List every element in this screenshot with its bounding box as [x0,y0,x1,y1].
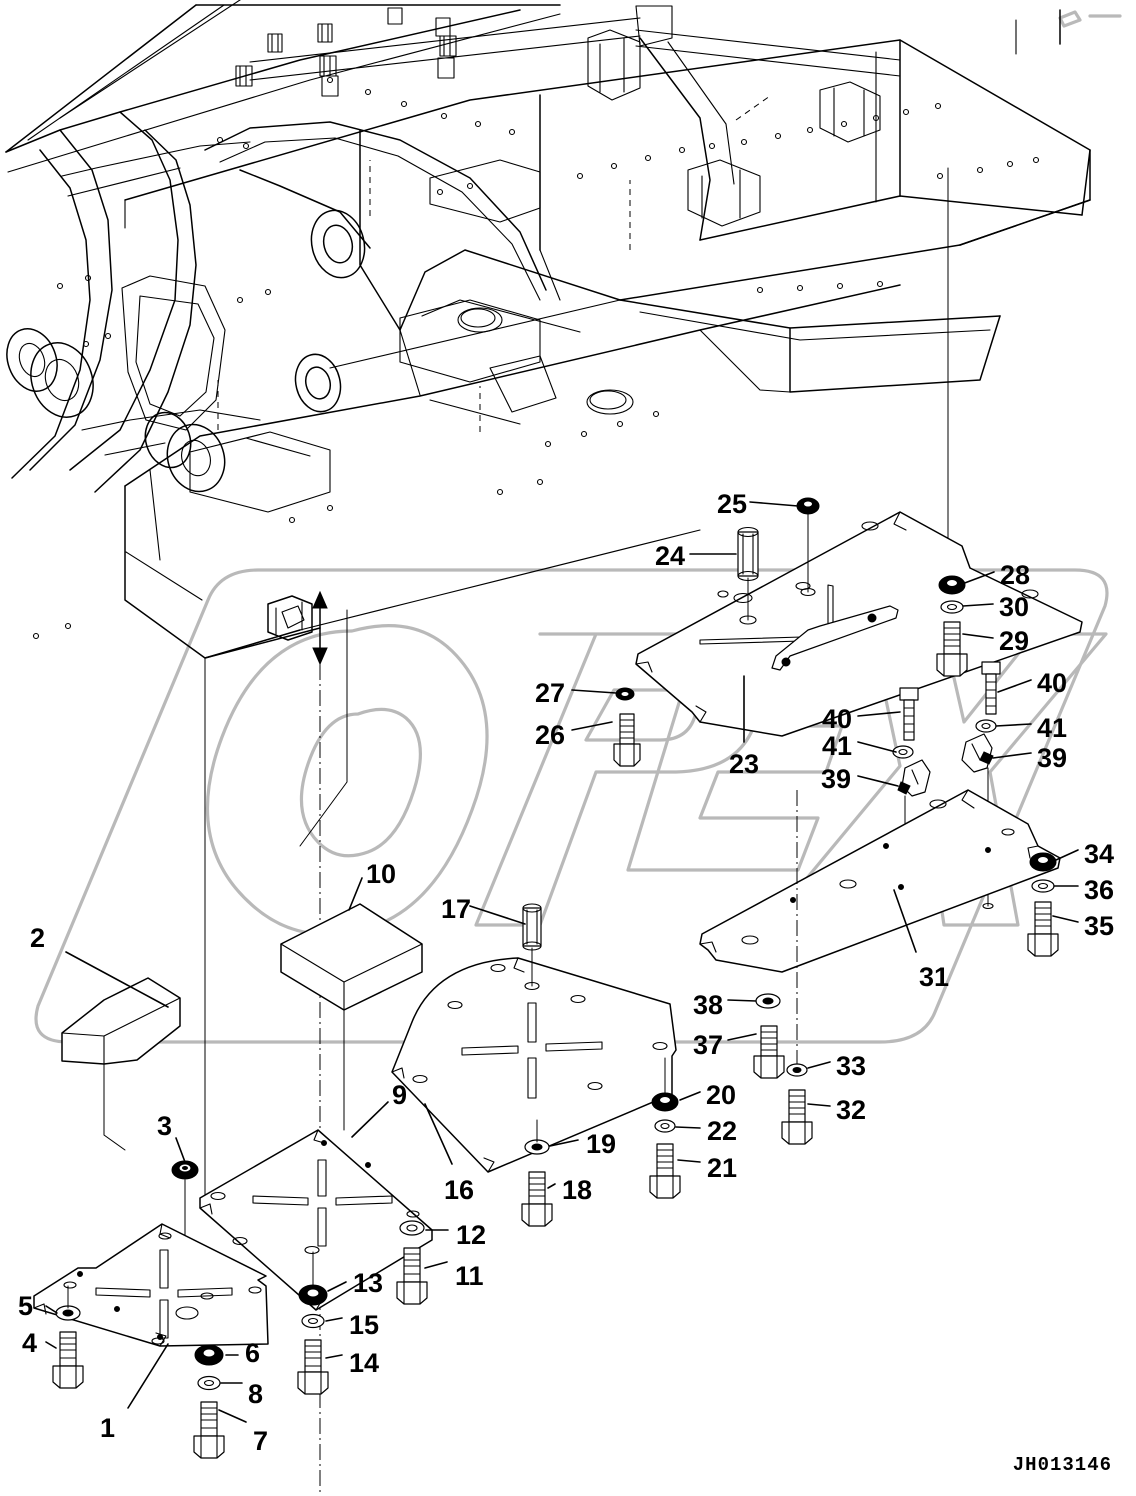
callout-18: 18 [562,1175,593,1205]
callout-41a: 41 [822,731,853,761]
pad-10 [280,903,423,1131]
plate-1 [33,1223,269,1347]
callout-9: 9 [392,1080,408,1110]
callout-8: 8 [248,1379,264,1409]
washer-36 [1031,879,1055,893]
callout-31: 31 [919,962,950,992]
callout-21: 21 [707,1153,738,1183]
plate-16 [391,957,677,1173]
callout-37: 37 [693,1030,724,1060]
washer-8 [197,1375,221,1391]
bracket-39-right [961,733,994,910]
washer-33 [786,1063,808,1077]
callout-29: 29 [999,626,1030,656]
callout-30: 30 [999,592,1030,622]
callout-41b: 41 [1037,713,1068,743]
pad-2 [61,977,181,1151]
washer-5 [55,1305,81,1321]
spacer-17 [522,903,542,991]
callout-5: 5 [18,1291,34,1321]
callout-39a: 39 [821,764,852,794]
callout-22: 22 [707,1116,738,1146]
washer-22 [654,1119,676,1133]
callout-28: 28 [1000,560,1031,590]
bolt-37 [753,1025,785,1079]
washer-15 [301,1313,325,1329]
callout-36: 36 [1084,875,1115,905]
callout-16: 16 [444,1175,475,1205]
washer-41-right [975,719,997,733]
bolt-32 [781,1089,813,1145]
bolt-14 [297,1339,329,1395]
callout-34: 34 [1084,839,1115,869]
callout-14: 14 [349,1348,380,1378]
callout-15: 15 [349,1310,380,1340]
callout-23: 23 [729,749,760,779]
projection-lines [204,167,949,1496]
bolt-29 [936,621,968,677]
callout-17: 17 [441,894,472,924]
callout-33: 33 [836,1051,867,1081]
callout-39b: 39 [1037,743,1068,773]
bolt-18 [521,1171,553,1227]
callout-11: 11 [455,1261,484,1291]
callout-leaders [45,501,1079,1423]
callout-38: 38 [693,990,724,1020]
revolving-frame-assembly [5,0,1091,666]
callout-3: 3 [157,1111,173,1141]
drawing-number: JH013146 [1012,1454,1112,1476]
callout-4: 4 [22,1328,38,1358]
callout-10: 10 [366,859,397,889]
callout-40a: 40 [822,704,853,734]
bolt-40-right [981,661,1001,715]
callout-24: 24 [655,541,686,571]
callout-2: 2 [30,923,46,953]
spacer-24 [737,526,759,625]
bolt-35 [1027,901,1059,957]
plate-31 [699,789,1061,973]
bolt-4 [52,1331,84,1389]
plate-23 [635,511,1083,737]
callout-40b: 40 [1037,668,1068,698]
nut-6 [194,1344,224,1366]
washer-38 [755,993,781,1009]
nut-28 [938,575,966,595]
bolt-7 [193,1401,225,1459]
callout-7: 7 [253,1426,269,1456]
callout-6: 6 [245,1338,261,1368]
callout-32: 32 [836,1095,867,1125]
plate-9 [199,1129,433,1311]
callout-13: 13 [353,1268,384,1298]
callout-1: 1 [100,1413,116,1443]
callout-19: 19 [586,1129,617,1159]
bolt-26 [613,713,641,767]
callout-27: 27 [535,678,566,708]
callout-35: 35 [1084,911,1115,941]
bolt-40-left [899,687,919,741]
washer-27 [615,687,635,701]
bolt-11 [396,1247,428,1305]
nut-25 [796,497,820,597]
washer-30 [940,600,964,614]
callout-20: 20 [706,1080,737,1110]
nut-34 [1029,852,1057,872]
callout-25: 25 [717,489,748,519]
callout-12: 12 [456,1220,487,1250]
bolt-21 [649,1143,681,1199]
washer-12 [399,1220,425,1236]
callout-26: 26 [535,720,566,750]
